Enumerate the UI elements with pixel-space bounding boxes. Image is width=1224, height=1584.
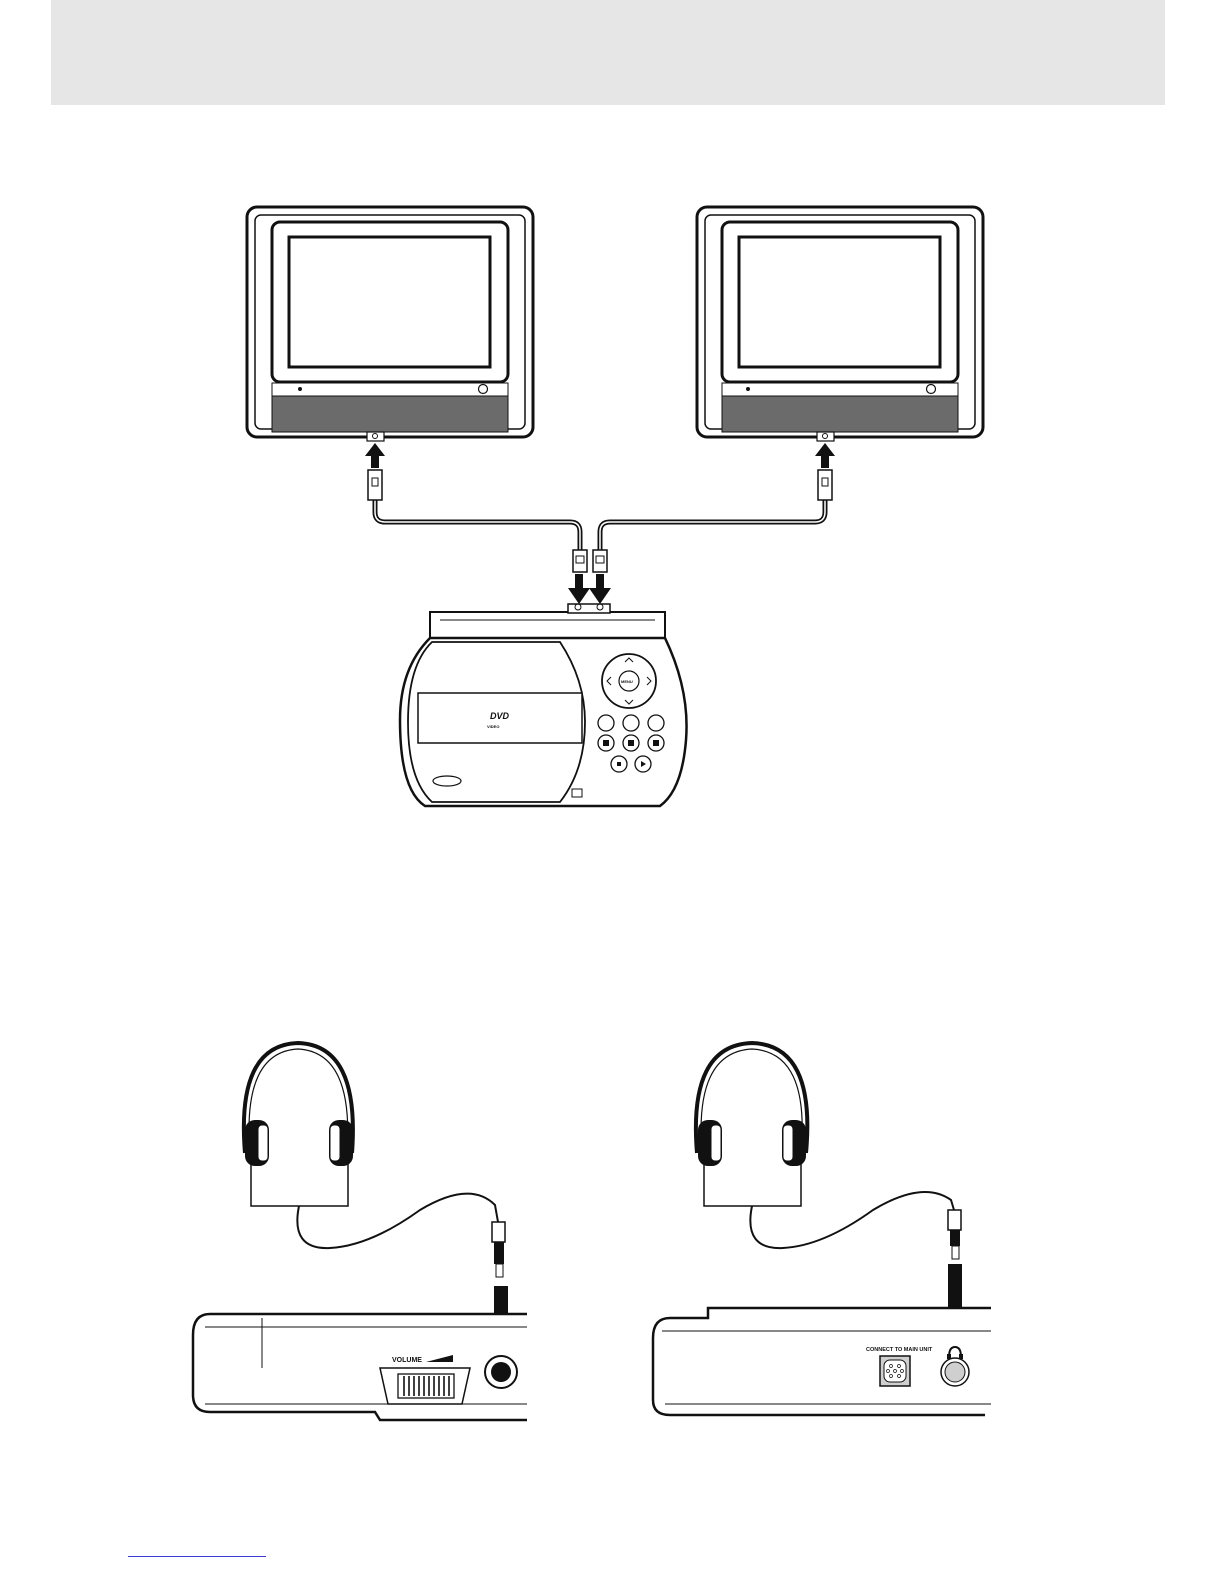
arrow-up-icon — [365, 443, 835, 468]
menu-label: MENU — [621, 679, 633, 684]
cable-left — [368, 470, 587, 572]
arrow-down-icon — [568, 574, 611, 604]
headphones-left — [244, 1043, 505, 1277]
dvd-logo-sub: VIDEO — [487, 724, 499, 729]
headphones-right — [696, 1043, 961, 1259]
volume-label: VOLUME — [392, 1357, 422, 1364]
monitor-left — [247, 207, 533, 441]
dvd-logo: DVD — [490, 711, 510, 721]
connect-label: CONNECT TO MAIN UNIT — [866, 1347, 933, 1353]
cable-right — [593, 470, 832, 572]
dpad: MENU — [602, 654, 656, 708]
screen-side-right: CONNECT TO MAIN UNIT — [653, 1308, 991, 1415]
screen-side-left: VOLUME — [193, 1314, 527, 1420]
monitor-right — [697, 207, 983, 441]
dvd-player: DVD VIDEO MENU — [400, 604, 687, 806]
footer-link-underline — [128, 1556, 266, 1557]
